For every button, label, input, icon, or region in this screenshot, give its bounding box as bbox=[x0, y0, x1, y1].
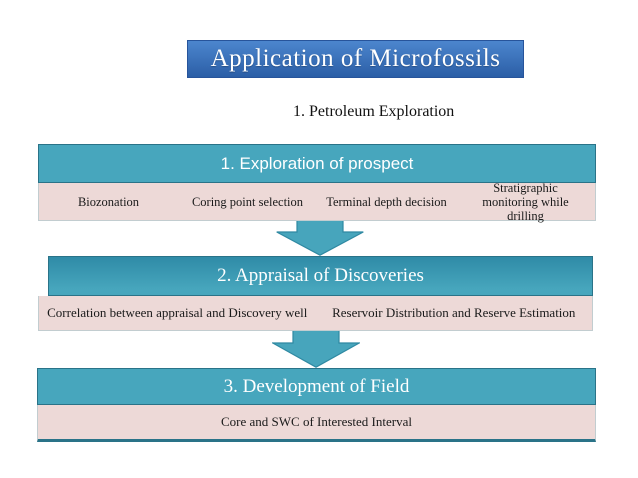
down-arrow-icon bbox=[276, 218, 364, 256]
stage-1-item-terminal-depth: Terminal depth decision bbox=[326, 194, 447, 209]
stage-3-header: 3. Development of Field bbox=[37, 368, 596, 405]
stage-1-item-biozonation: Biozonation bbox=[77, 194, 140, 209]
stage-1-header: 1. Exploration of prospect bbox=[38, 144, 596, 183]
stage-2-header-text: 2. Appraisal of Discoveries bbox=[217, 265, 424, 286]
stage-1-item-stratigraphic-monitoring: Stratigraphic monitoring while drilling bbox=[482, 180, 569, 223]
down-arrow-icon bbox=[272, 328, 360, 368]
stage-2-body: Correlation between appraisal and Discov… bbox=[38, 296, 593, 331]
stage-2-header: 2. Appraisal of Discoveries bbox=[48, 256, 593, 296]
stage-2-item-reservoir: Reservoir Distribution and Reserve Estim… bbox=[332, 304, 576, 320]
stage-1-item-coring-point: Coring point selection bbox=[191, 194, 304, 209]
stage-2-item-correlation: Correlation between appraisal and Discov… bbox=[47, 304, 308, 320]
stage-3-item-core-swc: Core and SWC of Interested Interval bbox=[221, 413, 412, 429]
slide-title-banner: Application of Microfossils bbox=[187, 40, 524, 78]
slide-subtitle: 1. Petroleum Exploration bbox=[293, 103, 455, 120]
stage-1-header-text: 1. Exploration of prospect bbox=[220, 153, 414, 173]
slide-title-text: Application of Microfossils bbox=[210, 45, 501, 72]
stage-3-body: Core and SWC of Interested Interval bbox=[37, 405, 596, 442]
stage-3-header-text: 3. Development of Field bbox=[223, 375, 410, 397]
stage-1-body: Biozonation Coring point selection Termi… bbox=[38, 180, 596, 223]
